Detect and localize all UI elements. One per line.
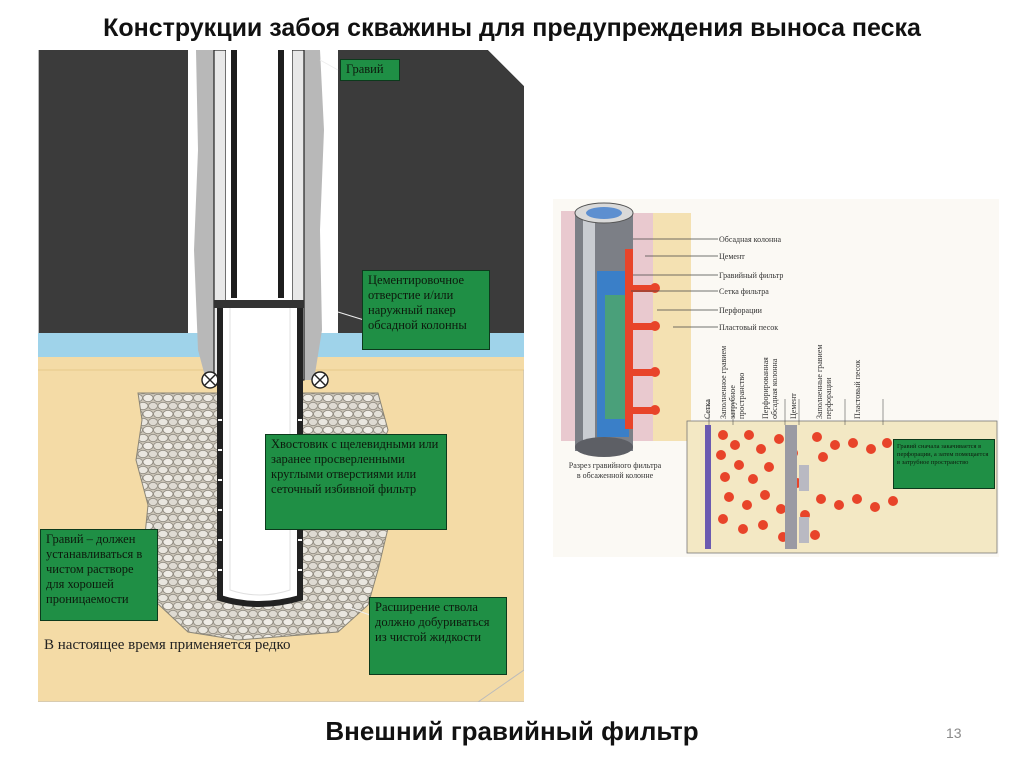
label-liner: Хвостовик с щелевидными или заранее прос…	[265, 434, 447, 530]
cased-hole-gravel-pack-diagram: Обсадная колонна Цемент Гравийный фильтр…	[553, 199, 999, 557]
callout-screen: Сетка фильтра	[719, 287, 769, 296]
callout-casing: Обсадная колонна	[719, 235, 782, 244]
label-underream: Расширение ствола должно добуриваться из…	[369, 597, 507, 675]
callout-cement: Цемент	[719, 252, 745, 261]
vlabel-gravel-annulus: Заполненное гравием затрубное пространст…	[719, 345, 746, 419]
label-gravel-top: Гравий	[340, 59, 400, 81]
side-note-box: Гравий сначала закачивается в перфорации…	[893, 439, 995, 489]
label-gravel-clean: Гравий – должен устанавливаться в чистом…	[40, 529, 158, 621]
vlabel-perforated-casing: Перфорированная обсадная колонна	[761, 357, 779, 419]
section-caption: Разрез гравийного фильтра в обсаженной к…	[568, 461, 662, 480]
callout-formation-sand: Пластовый песок	[719, 323, 779, 332]
usage-note: В настоящее время применяется редко	[44, 637, 291, 653]
vlabel-gravel-perforations: Заполненные гравием перфорации	[815, 344, 833, 419]
slide-subtitle: Внешний гравийный фильтр	[325, 716, 699, 746]
label-cement-port: Цементировочное отверстие и/или наружный…	[362, 270, 490, 350]
slide-title: Конструкции забоя скважины для предупреж…	[103, 14, 921, 42]
callout-perforations: Перфорации	[719, 306, 762, 315]
callout-gravel-filter: Гравийный фильтр	[719, 271, 784, 280]
rock-formation-left	[38, 50, 188, 355]
open-hole-gravel-pack-diagram: Гравий Цементировочное отверстие и/или н…	[37, 49, 525, 703]
page-number: 13	[946, 725, 962, 741]
vlabel-screen: Сетка	[703, 399, 712, 419]
vlabel-cement: Цемент	[789, 393, 798, 419]
vlabel-formation-sand: Пластовый песок	[853, 359, 862, 419]
